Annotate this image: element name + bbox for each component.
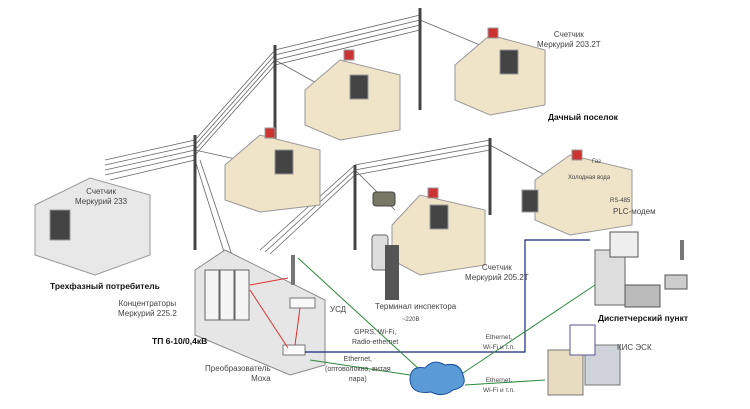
data-links — [297, 257, 596, 386]
label-220v: ~220В — [402, 317, 420, 323]
laptop-icon — [624, 284, 661, 308]
house — [391, 187, 486, 276]
dispatcher-workstation — [594, 231, 688, 308]
plc-link — [305, 239, 590, 353]
house — [521, 149, 633, 236]
houses — [34, 27, 633, 276]
label-kis: КИС ЭСК — [617, 343, 652, 352]
label-usd: УСД — [330, 305, 347, 314]
house — [454, 27, 546, 116]
label-rs485: RS-485 — [610, 198, 631, 204]
house — [224, 127, 321, 213]
house — [304, 49, 401, 141]
label-meter-203: Счетчик Меркурий 203.2Т — [537, 30, 601, 49]
label-three-phase: Трехфазный потребитель — [50, 281, 160, 291]
phone-icon — [664, 274, 688, 290]
label-concentrators: Концентраторы Меркурий 225.2 — [118, 299, 177, 318]
label-terminal: Терминал инспектора — [375, 302, 457, 311]
three-phase-building — [34, 177, 151, 276]
usd-device — [289, 297, 316, 309]
label-plc: PLC-модем — [613, 207, 656, 216]
label-converter: Преобразователь Моха — [205, 364, 271, 383]
label-gas: Газ — [592, 159, 601, 165]
label-gprs: GPRS, Wi-Fi, Radio-ethernet — [352, 329, 399, 346]
label-cold-water: Холодная вода — [568, 175, 611, 181]
moxa-converter — [282, 344, 306, 356]
label-eth-wifi-2: Ethernet, Wi-Fi и т.п. — [483, 377, 515, 394]
inspector-terminal — [371, 191, 399, 300]
kis-server — [547, 324, 621, 396]
label-substation: ТП 6-10/0,4кВ — [152, 336, 208, 346]
label-eth-wifi-1: Ethernet, Wi-Fi и т.п. — [483, 334, 515, 351]
label-meter-233: Счетчик Меркурий 233 — [75, 187, 128, 206]
label-ethernet-fiber: Ethernet, (оптоволокно, витая пара) — [325, 356, 391, 383]
cloud-icon — [409, 361, 465, 396]
label-village: Дачный поселок — [548, 112, 618, 122]
label-dispatch: Диспетчерский пункт — [598, 313, 688, 323]
label-meter-205: Счетчик Меркурий 205.2Т — [465, 263, 529, 282]
substation — [194, 249, 326, 376]
